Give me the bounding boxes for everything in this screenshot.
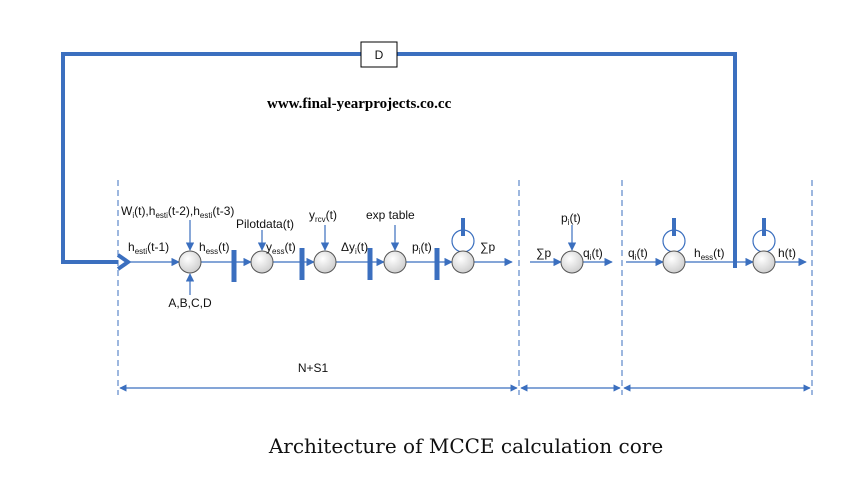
span-label: N+S1 (298, 361, 329, 375)
label-exp-table: exp table (366, 208, 415, 222)
label-pilotdata: Pilotdata(t) (236, 217, 294, 231)
label-h-t: h(t) (778, 246, 796, 260)
label-h-est-prev: hesti(t-1) (128, 240, 169, 256)
label-inputs-top: Wi(t),hesti(t-2),hesti(t-3) (121, 204, 234, 220)
pipeline-registers (231, 248, 440, 282)
node-accumulate-2 (662, 250, 686, 274)
feedback-block-label: D (375, 48, 384, 62)
label-h-ess-2: hess(t) (694, 246, 724, 262)
label-sum-p-2: ∑p (536, 246, 552, 260)
watermark-text: www.final-yearprojects.co.cc (267, 96, 452, 112)
node-normalize (560, 250, 584, 274)
node-difference (313, 250, 337, 274)
label-abcd: A,B,C,D (168, 296, 212, 310)
label-y-rcv: yrcv(t) (309, 208, 337, 224)
node-exp-table (383, 250, 407, 274)
node-pilot-mult (250, 250, 274, 274)
label-h-ess: hess(t) (199, 240, 229, 256)
section-dividers (117, 180, 813, 395)
input-arrows (185, 220, 577, 295)
label-delta-y: Δyi(t) (341, 240, 368, 256)
label-p-i-top: pi(t) (561, 211, 581, 227)
node-channel-estimator (178, 250, 202, 274)
processing-nodes (178, 250, 776, 274)
label-y-ess: yess(t) (266, 240, 296, 256)
label-sum-p: ∑p (480, 240, 496, 254)
node-accumulate-1 (451, 250, 475, 274)
diagram-labels: Wi(t),hesti(t-2),hesti(t-3) hesti(t-1) A… (121, 204, 796, 310)
feedback-loop (61, 52, 737, 271)
label-q-i-2: qi(t) (628, 246, 648, 262)
node-accumulate-3 (752, 250, 776, 274)
label-p-i: pi(t) (412, 240, 432, 256)
figure-caption: Architecture of MCCE calculation core (268, 434, 663, 458)
feedback-block-d: D (360, 41, 398, 68)
self-loops (451, 218, 776, 253)
label-q-i: qi(t) (583, 246, 603, 262)
